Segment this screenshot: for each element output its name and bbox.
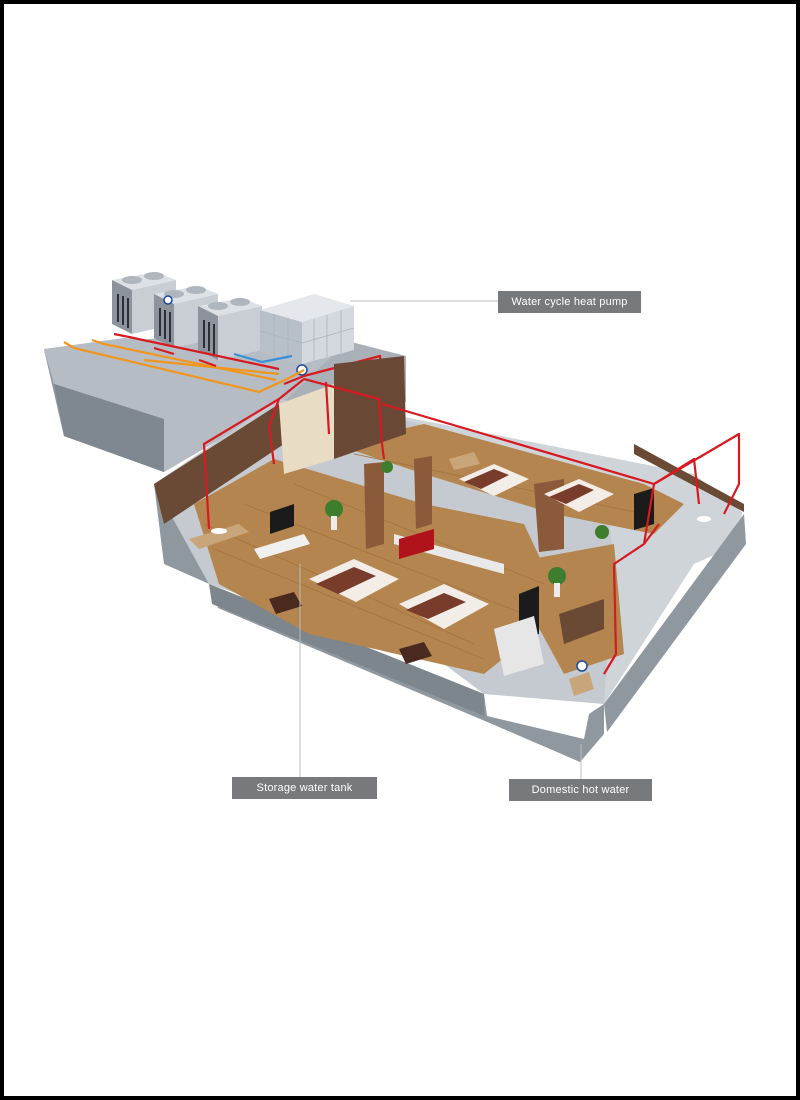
furniture xyxy=(189,452,604,696)
heat-pump-units xyxy=(112,272,262,360)
sink-icon xyxy=(697,516,711,522)
heat-pump-unit-icon xyxy=(198,298,262,360)
water-tank-icon xyxy=(259,294,355,376)
plant-icon xyxy=(595,525,609,539)
bed-icon xyxy=(544,479,614,512)
plant-icon xyxy=(381,461,393,473)
plant-icon xyxy=(325,500,343,530)
storage-tank-label: Storage water tank xyxy=(232,777,377,799)
walls xyxy=(154,356,744,574)
heat-pump-unit-icon xyxy=(154,286,218,348)
bed-icon xyxy=(309,559,399,602)
hotel-hot-water-system-illustration xyxy=(44,272,746,779)
plant-icon xyxy=(548,567,566,597)
leader-lines xyxy=(299,300,582,779)
sink-icon xyxy=(211,528,227,534)
tv-icon xyxy=(634,488,654,530)
bed-icon xyxy=(399,584,489,629)
hot-water-pipes xyxy=(202,377,741,675)
heat-pump-label: Water cycle heat pump xyxy=(498,291,641,313)
valve-icon xyxy=(576,660,588,672)
tv-icon xyxy=(270,504,294,534)
hot-water-label: Domestic hot water xyxy=(509,779,652,801)
bed-icon xyxy=(459,464,529,496)
diagram-frame: Water cycle heat pump Storage water tank… xyxy=(4,4,796,1096)
